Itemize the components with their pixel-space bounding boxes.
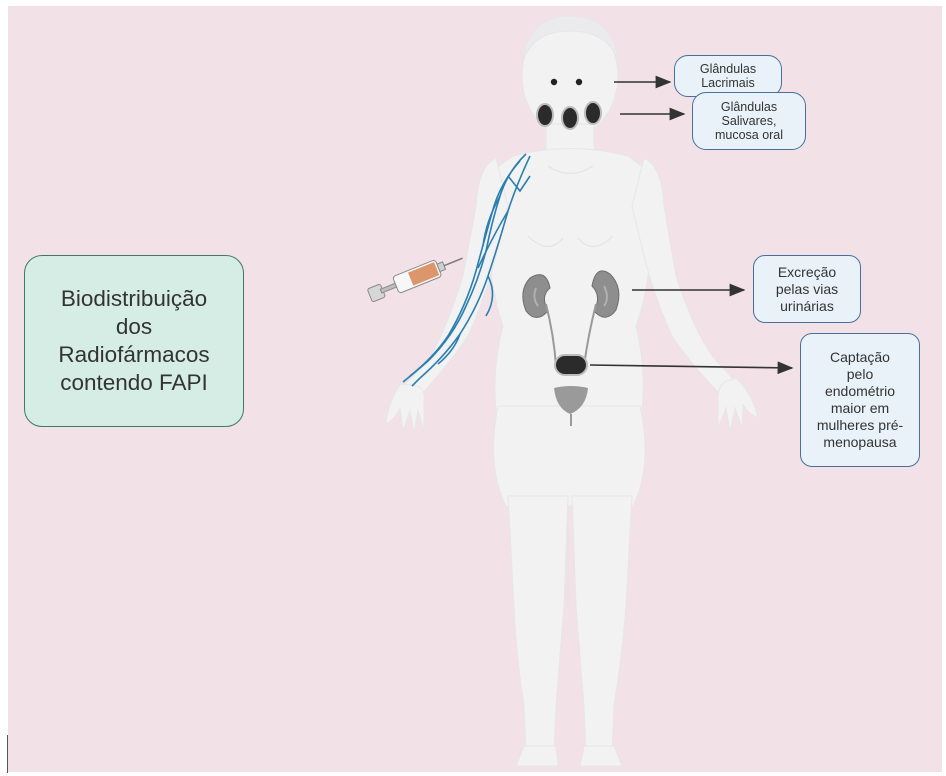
diagram-title: Biodistribuição dos Radiofármacos conten… bbox=[24, 255, 244, 427]
label-endometrium-uptake: Captação pelo endométrio maior em mulher… bbox=[800, 333, 920, 467]
label-lacrimal-glands: Glândulas Lacrimais bbox=[674, 55, 782, 97]
label-salivary-glands: Glândulas Salivares, mucosa oral bbox=[692, 92, 806, 150]
edge-mark bbox=[7, 735, 8, 773]
lacrimal-gland-right bbox=[576, 79, 582, 85]
uterus-icon bbox=[555, 355, 587, 375]
syringe-icon bbox=[367, 250, 466, 304]
diagram-canvas: Biodistribuição dos Radiofármacos conten… bbox=[8, 6, 942, 772]
label-urinary-excretion: Excreção pelas vias urinárias bbox=[753, 255, 861, 323]
lacrimal-gland-left bbox=[551, 79, 557, 85]
